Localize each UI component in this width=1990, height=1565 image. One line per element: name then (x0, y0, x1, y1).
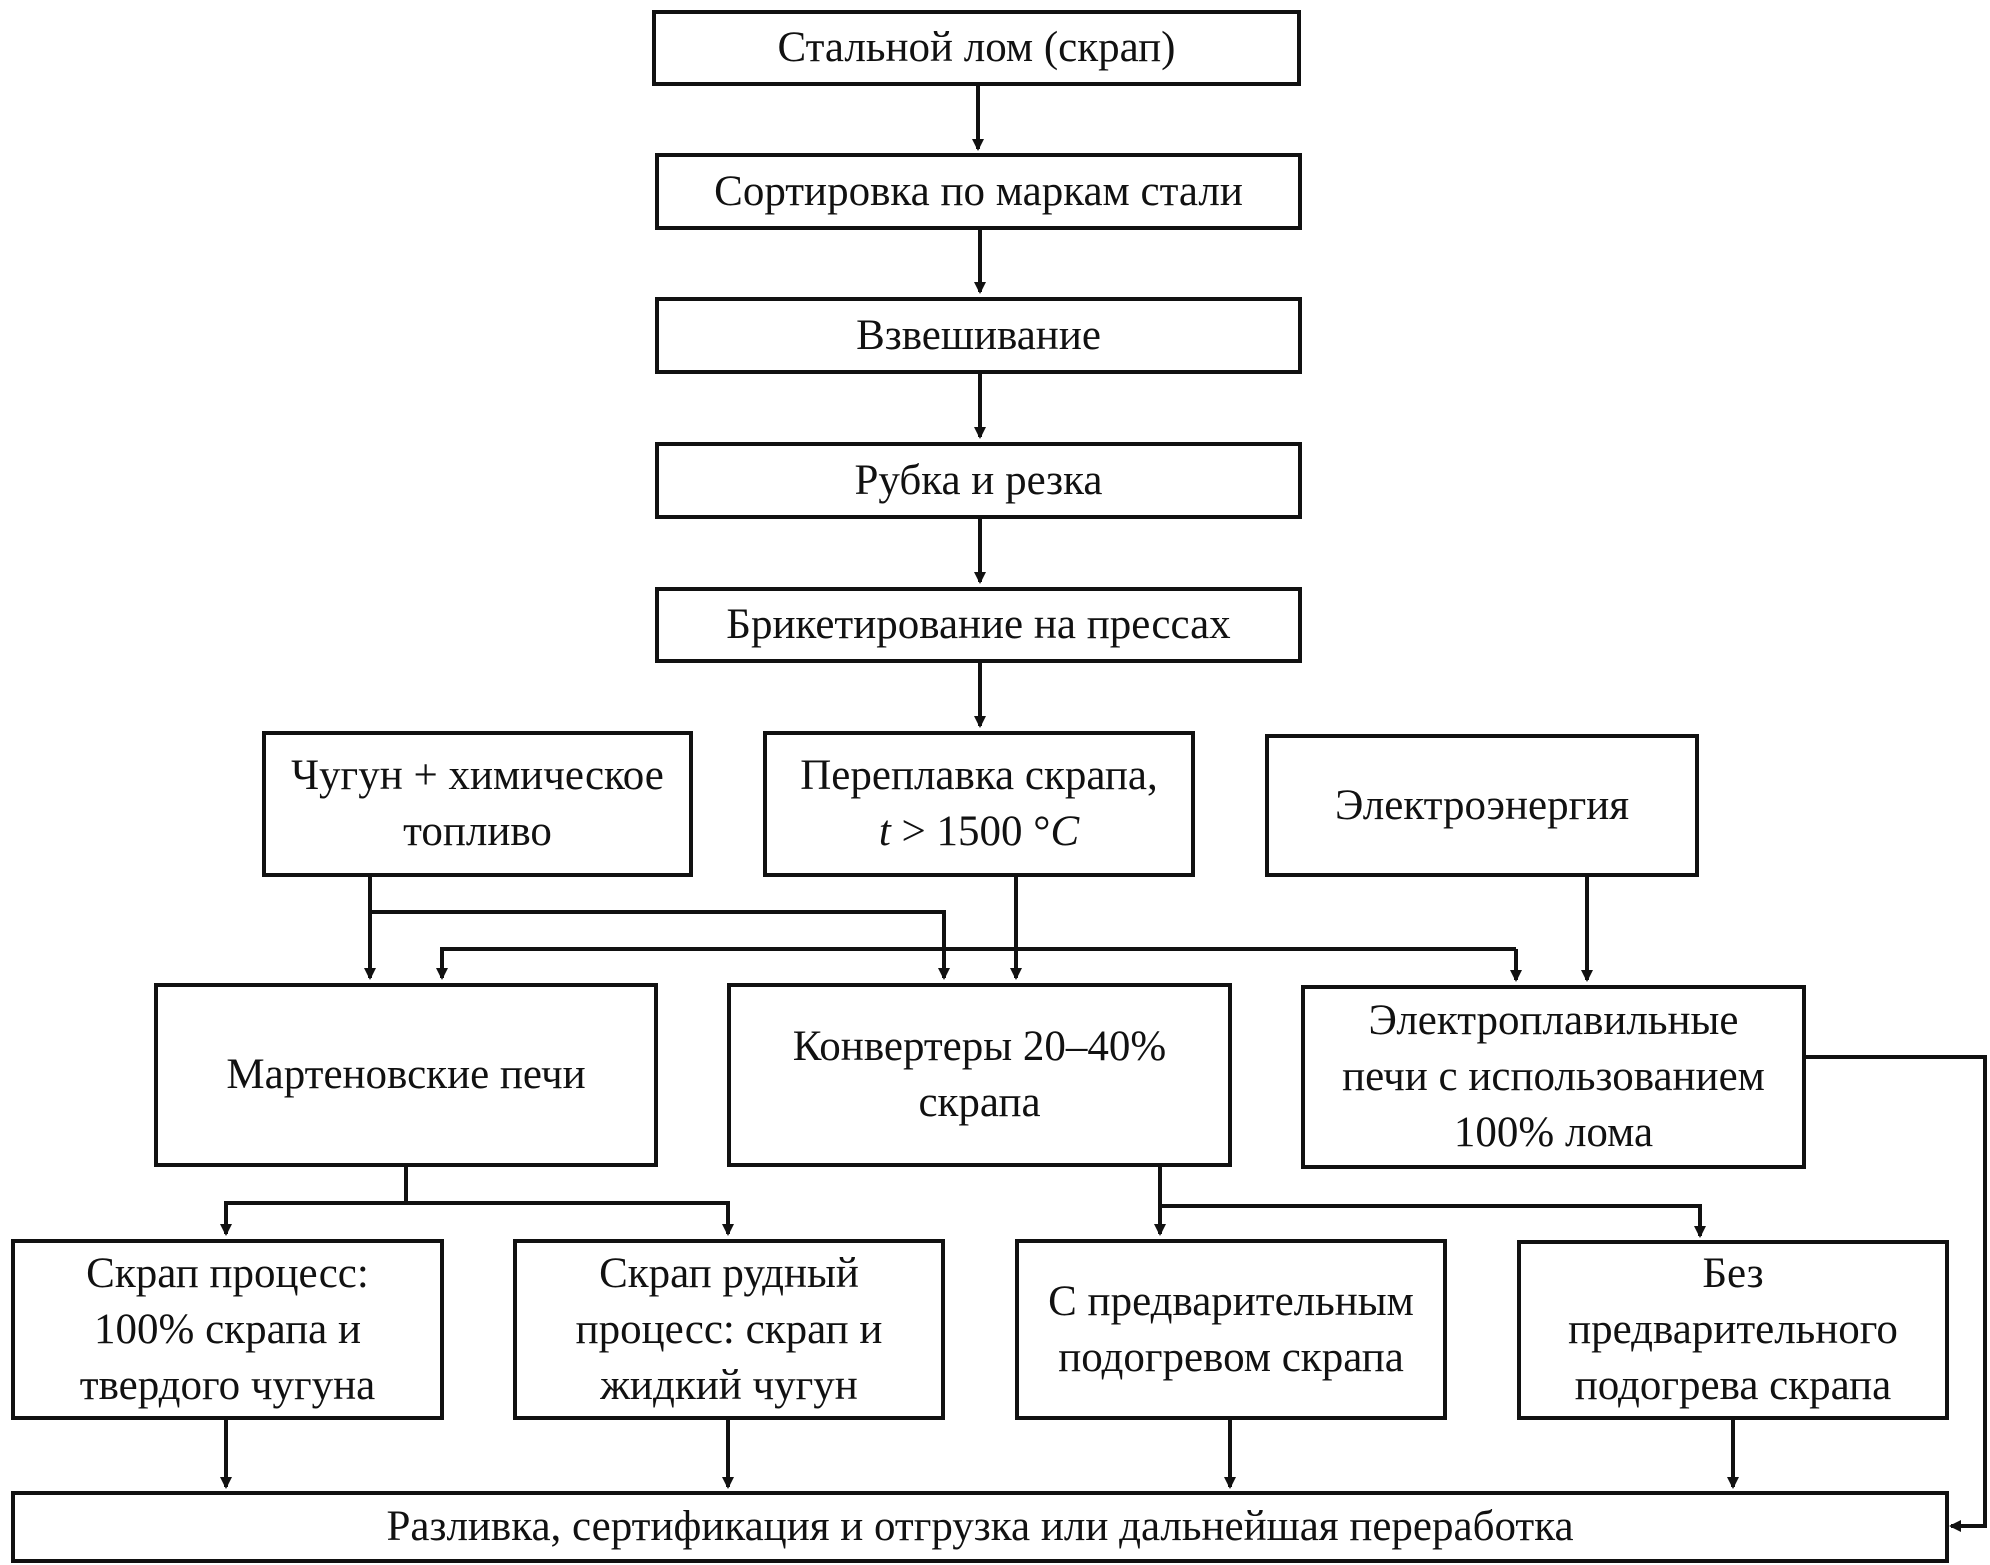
node-converters-line2: скрапа (918, 1079, 1041, 1126)
node-remelting-line2: t > 1500 °C (879, 804, 1079, 860)
node-scrap-process-line3: твердого чугуна (79, 1361, 376, 1409)
node-scrap-ore-process-line3: жидкий чугун (600, 1361, 858, 1409)
node-open-hearth-furnaces-text: Мартеновские печи (226, 1051, 586, 1098)
node-scrap-ore-process-line2: процесс: скрап и (575, 1305, 883, 1353)
node-sorting-text: Сортировка по маркам стали (714, 167, 1243, 215)
node-steel-scrap: Стальной лом (скрап) (652, 10, 1301, 86)
node-pig-iron-fuel-line1: Чугун + химическое (291, 752, 664, 799)
node-scrap-process-line1: Скрап процесс: (86, 1249, 369, 1297)
node-casting-shipping-text: Разливка, сертификация и отгрузка или да… (386, 1503, 1574, 1550)
node-briquetting-text: Брикетирование на прессах (726, 601, 1231, 648)
node-scrap-process-line2: 100% скрапа и (94, 1305, 361, 1353)
node-open-hearth-furnaces: Мартеновские печи (154, 983, 658, 1167)
node-electricity: Электроэнергия (1265, 734, 1699, 877)
node-pig-iron-fuel: Чугун + химическое топливо (262, 731, 693, 877)
node-converters-line1: Конвертеры 20–40% (792, 1023, 1167, 1070)
node-scrap-ore-process: Скрап рудный процесс: скрап и жидкий чуг… (513, 1239, 945, 1420)
node-scrap-ore-process-line1: Скрап рудный (599, 1249, 859, 1297)
node-remelting: Переплавка скрапа, t > 1500 °C (763, 731, 1195, 877)
node-briquetting: Брикетирование на прессах (655, 587, 1302, 663)
node-electric-furnaces-line3: 100% лома (1453, 1109, 1654, 1156)
temperature-relation: > 1500 ° (890, 808, 1051, 855)
node-cutting: Рубка и резка (655, 442, 1302, 519)
arrow-openhearth-to-scraporeprocess (406, 1201, 734, 1236)
node-electric-furnaces-line2: печи с использованием (1342, 1053, 1765, 1100)
node-with-preheating-line2: подогревом скрапа (1058, 1333, 1404, 1381)
node-with-preheating: С предварительным подогревом скрапа (1015, 1239, 1447, 1420)
node-pig-iron-fuel-line2: топливо (403, 808, 552, 855)
node-casting-shipping: Разливка, сертификация и отгрузка или да… (11, 1491, 1949, 1563)
node-electric-furnaces: Электроплавильные печи с использованием … (1301, 985, 1806, 1169)
temperature-unit: C (1050, 808, 1080, 855)
node-without-preheating-line2: предварительного (1568, 1306, 1898, 1353)
node-without-preheating: Без предварительного подогрева скрапа (1517, 1240, 1949, 1420)
node-cutting-text: Рубка и резка (854, 456, 1103, 504)
node-without-preheating-line1: Без (1702, 1250, 1764, 1297)
node-steel-scrap-text: Стальной лом (скрап) (777, 24, 1176, 71)
node-with-preheating-line1: С предварительным (1048, 1277, 1414, 1325)
node-remelting-line1: Переплавка скрапа, (800, 752, 1158, 799)
node-weighing-text: Взвешивание (856, 311, 1101, 359)
arrow-electricfurnace-to-casting (1806, 1055, 1987, 1532)
node-electric-furnaces-line1: Электроплавильные (1368, 997, 1739, 1044)
node-scrap-process: Скрап процесс: 100% скрапа и твердого чу… (11, 1239, 444, 1420)
arrow-converters-to-withoutpreheat (1160, 1204, 1706, 1238)
temperature-variable: t (878, 808, 891, 855)
arrow-bus-to-openhearth (436, 947, 1516, 980)
node-electricity-text: Электроэнергия (1334, 781, 1629, 829)
node-sorting: Сортировка по маркам стали (655, 153, 1302, 230)
arrow-openhearth-to-scrapprocess (220, 1167, 408, 1236)
node-without-preheating-line3: подогрева скрапа (1574, 1362, 1892, 1409)
arrow-pigiron-to-converters (370, 910, 950, 980)
node-weighing: Взвешивание (655, 297, 1302, 374)
node-converters: Конвертеры 20–40% скрапа (727, 983, 1232, 1167)
